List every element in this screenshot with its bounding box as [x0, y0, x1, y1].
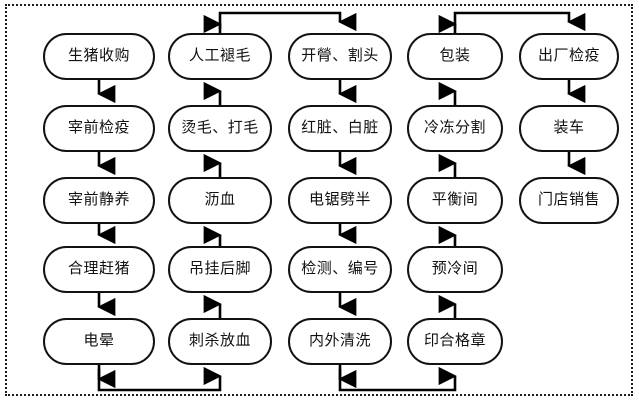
flowchart-node-label: 装车 — [553, 120, 585, 136]
diagram-frame-border — [5, 4, 633, 396]
flowchart-node-label: 红脏、白脏 — [301, 120, 379, 136]
flowchart-node-label: 生猪收购 — [67, 48, 130, 64]
flowchart-node-label: 宰前检疫 — [67, 120, 130, 136]
flowchart-node-label: 开膋、割头 — [301, 48, 379, 64]
flowchart-node-n13[interactable]: 电锯劈半 — [288, 177, 392, 224]
flowchart-edge-n15-to-n16 — [338, 365, 457, 392]
flowchart-node-label: 预冷间 — [431, 261, 479, 277]
flowchart-node-n19[interactable]: 冷冻分割 — [407, 105, 503, 152]
flowchart-node-n7[interactable]: 吊挂后脚 — [168, 246, 272, 293]
flowchart-node-label: 吊挂后脚 — [188, 261, 251, 277]
flowchart-node-n15[interactable]: 内外清洗 — [288, 318, 392, 365]
flowchart-node-label: 平衡间 — [431, 192, 479, 208]
flowchart-node-label: 沥血 — [204, 192, 236, 208]
flowchart-node-n9[interactable]: 烫毛、打毛 — [168, 105, 272, 152]
flowchart-node-n4[interactable]: 合理赶猪 — [43, 246, 155, 293]
flowchart-edge-n5-to-n6 — [97, 365, 222, 392]
flowchart-node-n1[interactable]: 生猪收购 — [43, 33, 155, 80]
flowchart-node-n21[interactable]: 出厂检疫 — [519, 33, 619, 80]
flowchart-node-label: 冷冻分割 — [423, 120, 486, 136]
flowchart-node-n17[interactable]: 预冷间 — [407, 246, 503, 293]
flowchart-node-n16[interactable]: 印合格章 — [407, 318, 503, 365]
flowchart-node-label: 检测、编号 — [301, 261, 379, 277]
flowchart-node-label: 刺杀放血 — [188, 333, 251, 349]
flowchart-node-label: 电晕 — [83, 333, 115, 349]
flowchart-node-label: 宰前静养 — [67, 192, 130, 208]
flowchart-node-n10[interactable]: 人工褪毛 — [168, 33, 272, 80]
flowchart-node-label: 人工褪毛 — [188, 48, 251, 64]
flowchart-node-n8[interactable]: 沥血 — [168, 177, 272, 224]
flowchart-node-n11[interactable]: 开膋、割头 — [288, 33, 392, 80]
flowchart-edge-n20-to-n21 — [453, 11, 586, 33]
flowchart-node-label: 印合格章 — [423, 333, 486, 349]
flowchart-node-n2[interactable]: 宰前检疫 — [43, 105, 155, 152]
flowchart-node-n18[interactable]: 平衡间 — [407, 177, 503, 224]
flowchart-node-n5[interactable]: 电晕 — [43, 318, 155, 365]
flowchart-node-label: 包装 — [439, 48, 471, 64]
flowchart-node-label: 烫毛、打毛 — [181, 120, 259, 136]
flowchart-node-label: 电锯劈半 — [308, 192, 371, 208]
flowchart-node-n3[interactable]: 宰前静养 — [43, 177, 155, 224]
flowchart-node-label: 门店销售 — [537, 192, 600, 208]
flowchart-node-label: 合理赶猪 — [67, 261, 130, 277]
flowchart-node-n20[interactable]: 包装 — [407, 33, 503, 80]
flowchart-node-n6[interactable]: 刺杀放血 — [168, 318, 272, 365]
flowchart-node-n22[interactable]: 装车 — [519, 105, 619, 152]
flowchart-edge-n10-to-n11 — [218, 11, 357, 33]
flowchart-node-label: 内外清洗 — [308, 333, 371, 349]
flowchart-node-n23[interactable]: 门店销售 — [519, 177, 619, 224]
flowchart-node-n14[interactable]: 检测、编号 — [288, 246, 392, 293]
flowchart-node-n12[interactable]: 红脏、白脏 — [288, 105, 392, 152]
flowchart-node-label: 出厂检疫 — [537, 48, 600, 64]
